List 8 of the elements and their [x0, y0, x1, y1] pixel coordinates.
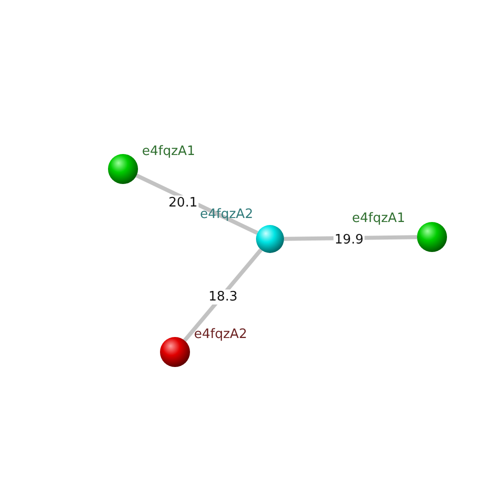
- edge-label: 20.1: [168, 196, 198, 210]
- node-label: e4fqzA1: [352, 211, 406, 227]
- node-label: e4fqzA2: [194, 327, 248, 343]
- connector-line: [136, 174, 258, 235]
- connector-line: [183, 248, 263, 342]
- node-label: e4fqzA1: [142, 144, 196, 160]
- node-label: e4fqzA2: [200, 207, 254, 223]
- edge-label: 18.3: [208, 290, 238, 304]
